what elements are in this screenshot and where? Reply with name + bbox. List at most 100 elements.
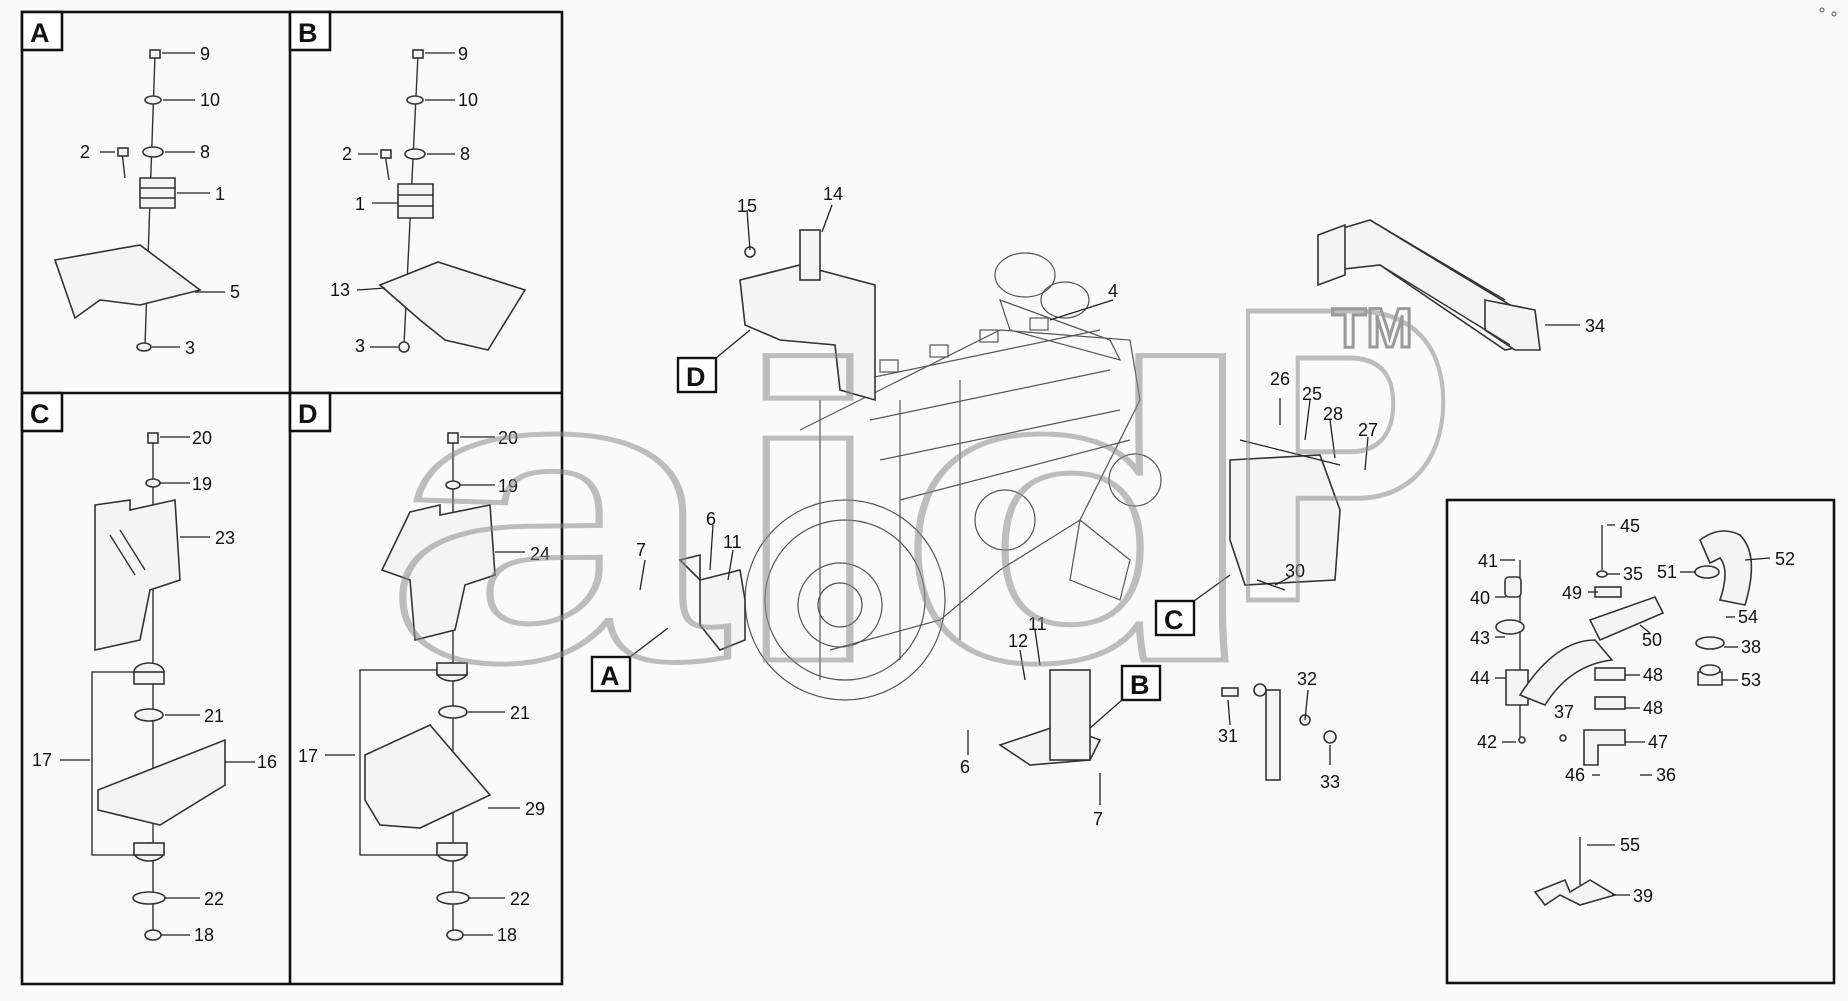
label: 17 xyxy=(298,746,318,766)
inset-letter-B: B xyxy=(288,10,332,52)
svg-text:A: A xyxy=(30,18,50,48)
hose-inset-parts xyxy=(1495,525,1753,907)
label: 6 xyxy=(706,509,716,529)
label: 25 xyxy=(1302,384,1322,404)
label: 38 xyxy=(1741,637,1761,657)
crossmember xyxy=(1317,219,1541,351)
label: 13 xyxy=(330,280,350,300)
inset-D-labels: 20 19 24 17 21 29 22 18 xyxy=(298,428,550,945)
label: 8 xyxy=(460,144,470,164)
hose-inset-leaders xyxy=(1495,524,1771,896)
label: 41 xyxy=(1478,551,1498,571)
label: 39 xyxy=(1633,886,1653,906)
label: 40 xyxy=(1470,588,1490,608)
inset-A-parts xyxy=(53,49,202,352)
label: 29 xyxy=(525,799,545,819)
inset-A-labels: 9 10 2 8 1 5 3 xyxy=(80,44,240,358)
label: 11 xyxy=(723,532,742,552)
label: 15 xyxy=(737,196,757,216)
engine-assembly xyxy=(678,229,1341,766)
svg-text:D: D xyxy=(686,362,706,392)
inset-B-leaders xyxy=(356,52,455,348)
inset-D-leaders xyxy=(325,436,525,936)
label: 20 xyxy=(192,428,212,448)
label: 16 xyxy=(257,752,277,772)
label: 33 xyxy=(1320,772,1340,792)
callout-A: A xyxy=(590,627,669,693)
inset-C-labels: 20 19 23 17 16 21 22 18 xyxy=(32,428,277,945)
label: 44 xyxy=(1470,668,1490,688)
label: 43 xyxy=(1470,628,1490,648)
label: 19 xyxy=(498,476,518,496)
callout-D: D xyxy=(676,329,751,394)
inset-B-parts xyxy=(378,49,527,353)
svg-text:B: B xyxy=(298,18,318,48)
inset-letter-C: C xyxy=(20,391,64,433)
label: 46 xyxy=(1565,765,1585,785)
label: 32 xyxy=(1297,669,1317,689)
hose-inset-frame xyxy=(1445,498,1836,985)
label: 34 xyxy=(1585,316,1605,336)
label: 22 xyxy=(204,889,224,909)
inset-A-leaders xyxy=(100,52,225,348)
label: 9 xyxy=(458,44,468,64)
hose-inset-labels: 45 41 35 52 51 40 49 54 43 50 38 44 48 5… xyxy=(1470,516,1795,906)
label: 21 xyxy=(204,706,224,726)
label: 49 xyxy=(1562,583,1582,603)
label: 45 xyxy=(1620,516,1640,536)
watermark: aid P TM xyxy=(383,219,1458,753)
label: 21 xyxy=(510,703,530,723)
label: 36 xyxy=(1656,765,1676,785)
label: 27 xyxy=(1358,420,1378,440)
svg-text:aid: aid xyxy=(385,281,1265,750)
label: 28 xyxy=(1323,404,1343,424)
svg-text:B: B xyxy=(1130,670,1150,700)
inset-letter-A: A xyxy=(20,10,64,52)
label: 10 xyxy=(200,90,220,110)
trademark-mark: TM xyxy=(1332,296,1413,359)
corner-marks xyxy=(1819,7,1837,17)
label: 42 xyxy=(1477,732,1497,752)
inset-B-labels: 9 10 2 8 1 13 3 xyxy=(330,44,478,356)
label: 54 xyxy=(1738,607,1758,627)
label: 20 xyxy=(498,428,518,448)
inset-C-leaders xyxy=(60,436,255,936)
label: 8 xyxy=(200,142,210,162)
label: 3 xyxy=(185,338,195,358)
inset-D-parts xyxy=(359,432,496,941)
label: 14 xyxy=(823,184,843,204)
label: 22 xyxy=(510,889,530,909)
label: 50 xyxy=(1642,630,1662,650)
label: 12 xyxy=(1008,631,1028,651)
small-bracket-31 xyxy=(1221,683,1337,781)
label: 52 xyxy=(1775,549,1795,569)
label: 53 xyxy=(1741,670,1761,690)
label: 6 xyxy=(960,757,970,777)
label: 5 xyxy=(230,282,240,302)
label: 11 xyxy=(1028,614,1047,634)
label: 18 xyxy=(497,925,517,945)
label: 17 xyxy=(32,750,52,770)
main-labels: 15 14 4 34 26 25 28 27 6 7 11 30 11 12 3… xyxy=(636,184,1605,829)
label: 48 xyxy=(1643,698,1663,718)
label: 19 xyxy=(192,474,212,494)
callout-C: C xyxy=(1154,574,1231,637)
label: 2 xyxy=(342,144,352,164)
inset-C-parts xyxy=(91,432,226,941)
label: 37 xyxy=(1554,702,1574,722)
label: 55 xyxy=(1620,835,1640,855)
label: 26 xyxy=(1270,369,1290,389)
label: 24 xyxy=(530,544,550,564)
svg-text:P: P xyxy=(1225,221,1455,690)
label: 51 xyxy=(1657,562,1677,582)
svg-text:C: C xyxy=(30,399,50,429)
label: 18 xyxy=(194,925,214,945)
svg-text:A: A xyxy=(600,661,620,691)
label: 23 xyxy=(215,528,235,548)
label: 1 xyxy=(355,194,365,214)
label: 7 xyxy=(1093,809,1103,829)
label: 30 xyxy=(1285,561,1305,581)
label: 48 xyxy=(1643,665,1663,685)
label: 31 xyxy=(1218,726,1238,746)
